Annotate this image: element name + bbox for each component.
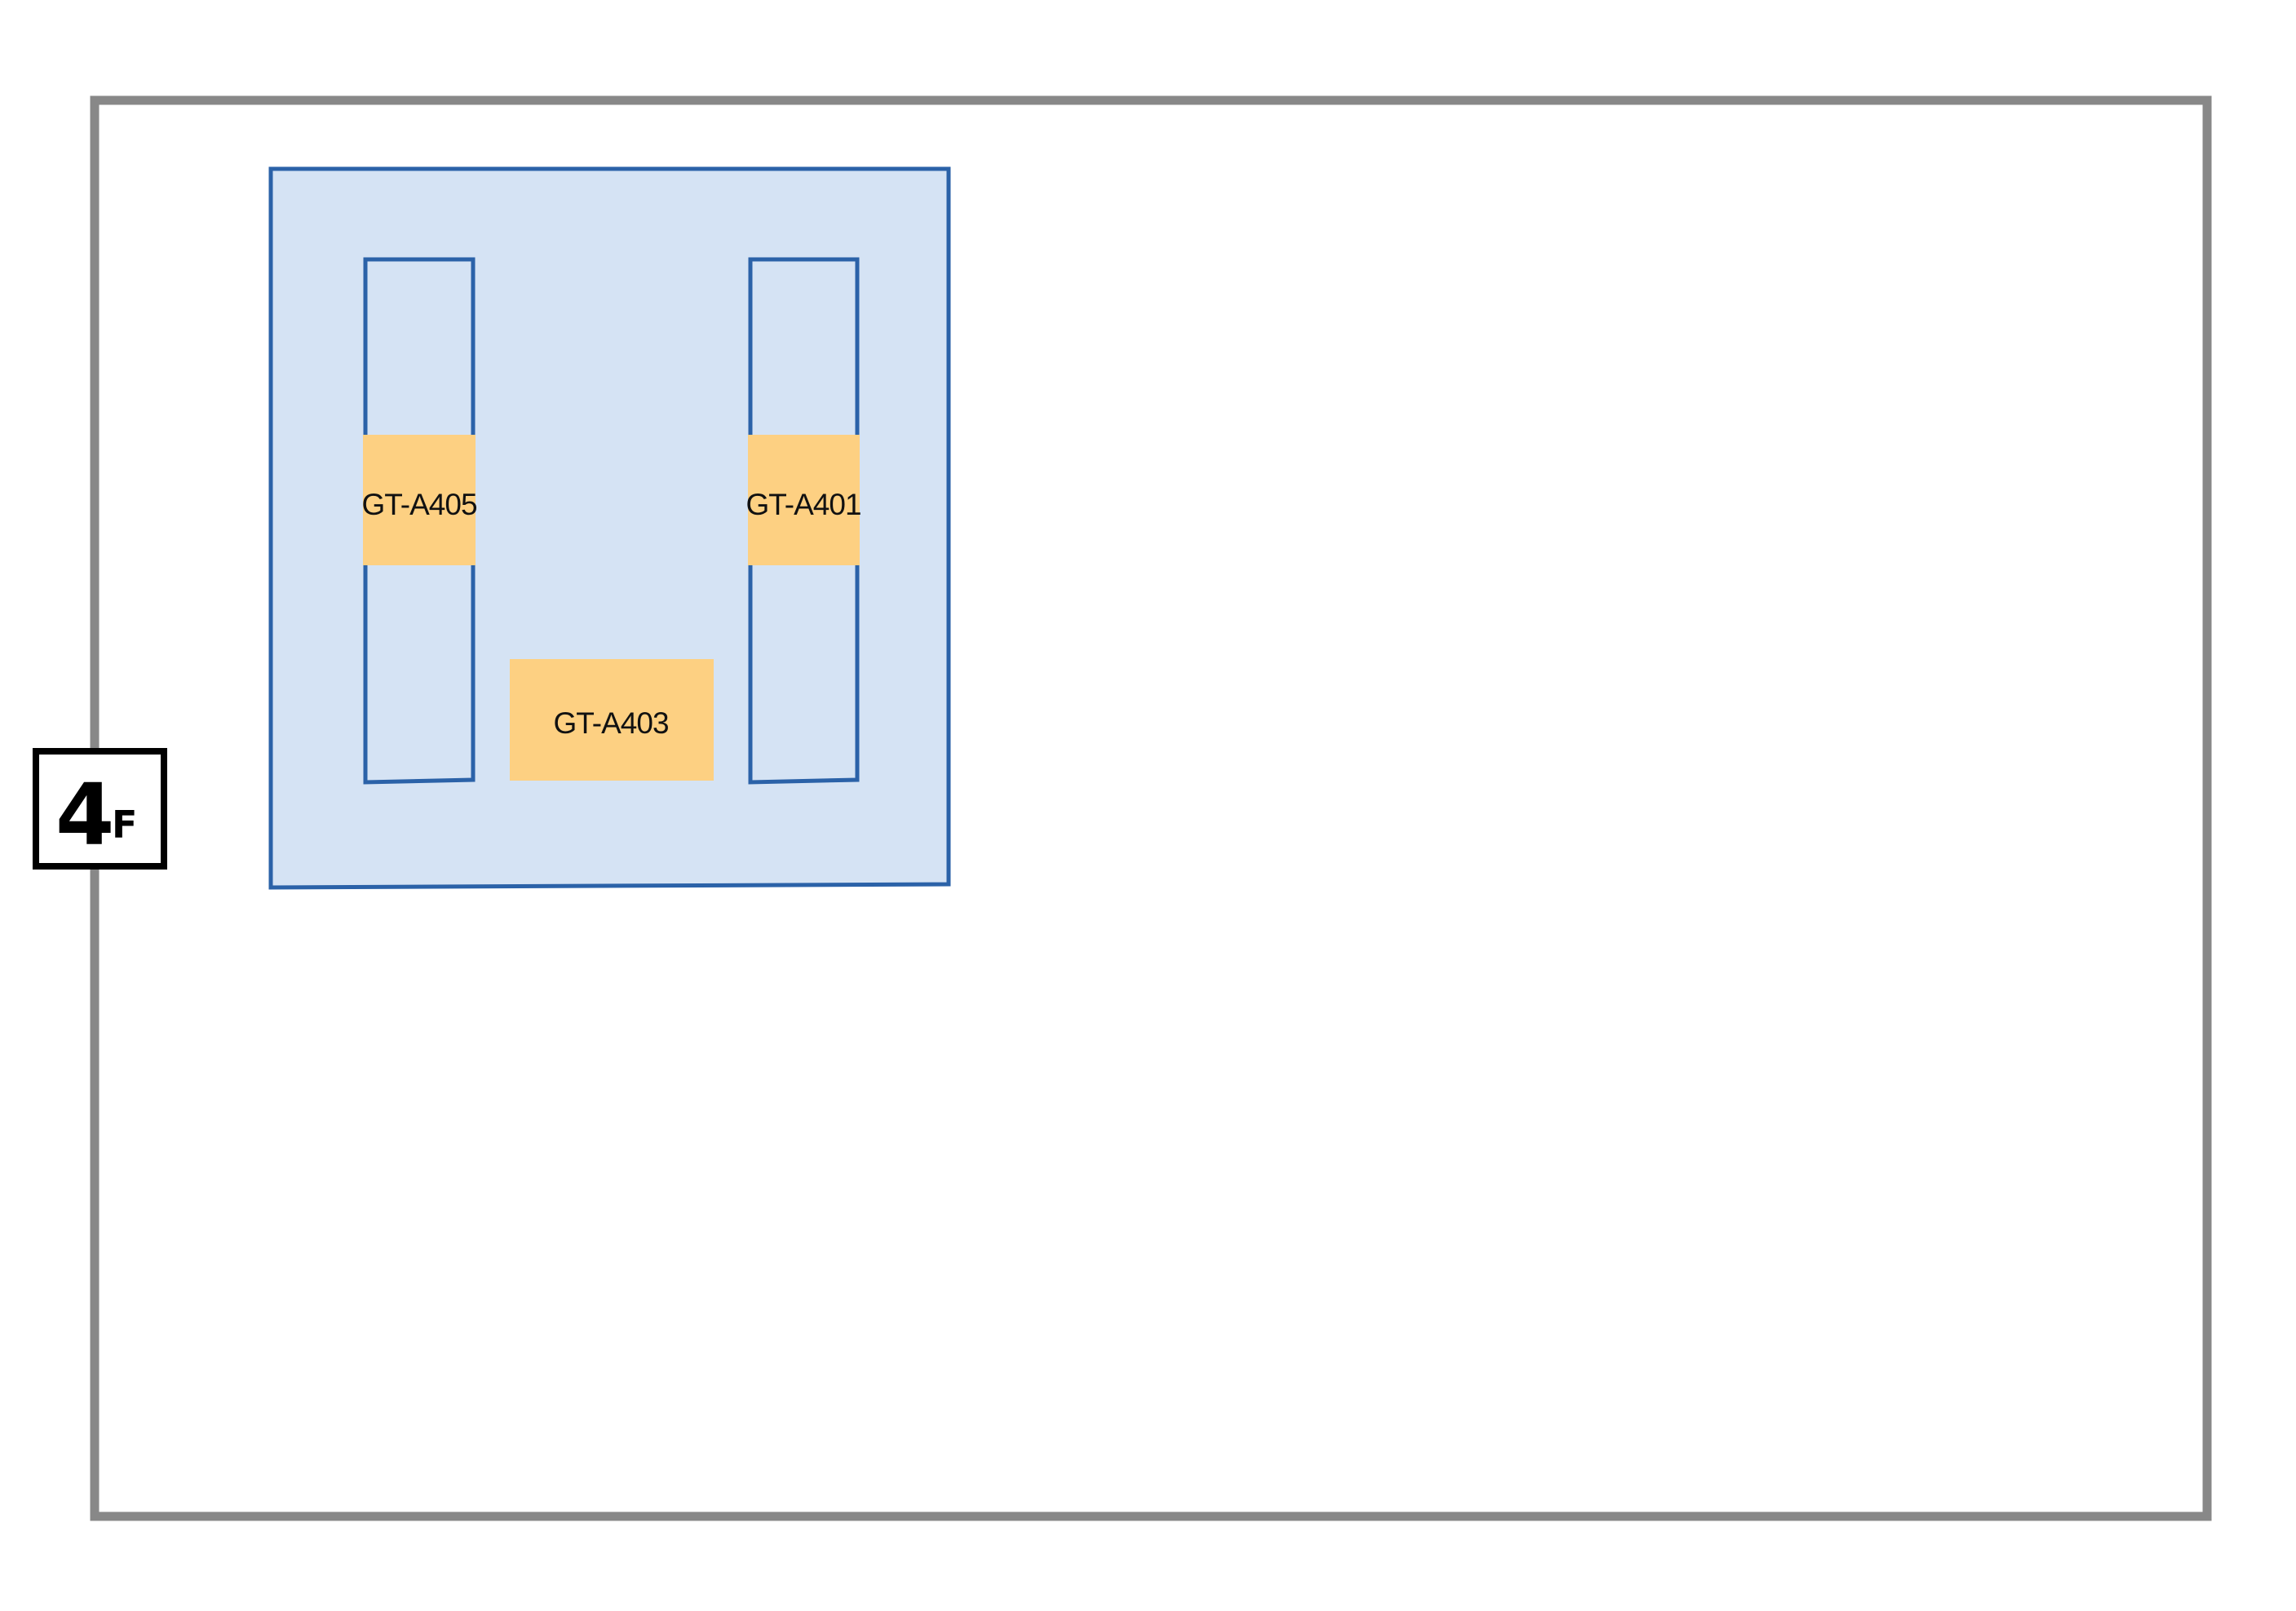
room-gt-a403-box (510, 659, 714, 781)
room-gt-a405-box (363, 435, 476, 565)
floor-badge: 4 F (33, 748, 167, 870)
room-gt-a403-label: GT-A403 (553, 706, 668, 740)
floor-number: 4 (55, 765, 114, 865)
room-gt-a401-box (748, 435, 860, 565)
floor-badge-box (33, 748, 167, 870)
room-gt-a401[interactable]: GT-A401 (745, 435, 862, 565)
floor-suffix: F (112, 803, 137, 847)
room-gt-a403[interactable]: GT-A403 (510, 659, 714, 781)
room-gt-a401-label: GT-A401 (745, 488, 860, 521)
room-gt-a405-label: GT-A405 (361, 488, 476, 521)
room-gt-a405[interactable]: GT-A405 (361, 435, 478, 565)
